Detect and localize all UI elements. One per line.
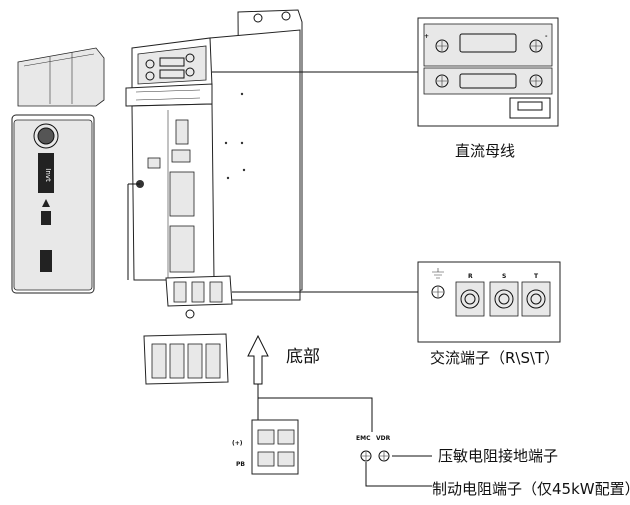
vdr-mark: VDR [376,435,391,442]
dc-bus-label: 直流母线 [455,142,515,160]
cover-brand-mark: Invt [44,168,52,182]
ac-terminal-inset: R S T [232,261,561,343]
drive-body [125,9,303,319]
bottom-label: 底部 [286,347,320,367]
bottom-arrow-icon [247,334,269,385]
front-cover: Invt [11,47,105,294]
brake-resistor-label: 制动电阻端子（仅45kW配置） [432,480,630,498]
varistor-ground-label: 压敏电阻接地端子 [438,447,558,465]
connector-bottom-mark: PB [236,461,245,468]
ac-terminal-t: T [521,273,551,317]
connector-top-mark: (+) [232,440,243,447]
ac-terminal-r: R [455,273,485,317]
ac-terminal-s: S [489,273,519,317]
dc-bus-inset: + - [212,17,559,127]
ac-r-mark: R [468,273,473,280]
ac-terminal-label: 交流端子（R\S\T） [430,349,559,367]
ac-t-mark: T [534,273,539,280]
brake-resistor-connector: (+) PB [232,419,299,475]
bottom-terminal-block [143,333,229,385]
ac-s-mark: S [502,273,506,280]
dc-plus-mark: + [424,33,429,40]
emc-mark: EMC [356,435,371,442]
varistor-terminal: EMC VDR [356,435,391,462]
dc-minus-mark: - [545,33,548,40]
